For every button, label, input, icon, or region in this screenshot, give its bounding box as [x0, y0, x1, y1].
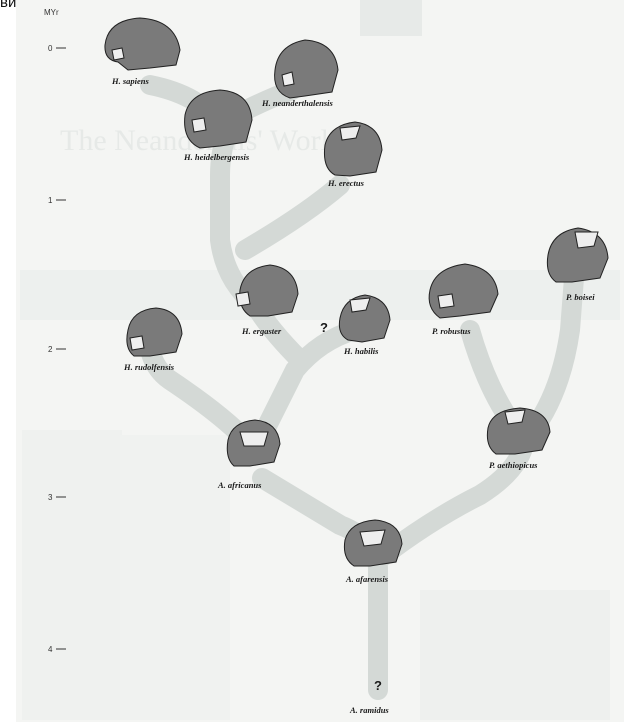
bg-column-left — [22, 430, 122, 720]
axis-tick-1: 1 — [48, 196, 53, 205]
skull-p-boisei — [547, 228, 608, 282]
label-h-neanderthalensis: H. neanderthalensis — [261, 98, 334, 108]
label-a-ramidus: A. ramidus — [349, 705, 389, 715]
label-p-boisei: P. boisei — [566, 292, 595, 302]
skull-p-aethiopicus — [487, 408, 550, 454]
bg-column-mid — [120, 435, 230, 720]
bg-illustration-band — [20, 270, 620, 320]
axis-tick-4: 4 — [48, 645, 53, 654]
axis-tick-0: 0 — [48, 44, 53, 53]
branch-afarensis-africanus — [262, 478, 378, 690]
label-a-africanus: A. africanus — [217, 480, 262, 490]
label-h-ergaster: H. ergaster — [241, 326, 282, 336]
label-h-heidelbergensis: H. heidelbergensis — [183, 152, 250, 162]
book-page: The Neandertals' World MYr — [16, 0, 624, 722]
label-h-sapiens: H. sapiens — [111, 76, 150, 86]
label-a-afarensis: A. afarensis — [345, 574, 389, 584]
skull-h-neanderthalensis — [275, 40, 338, 98]
skull-h-heidelbergensis — [185, 90, 252, 148]
label-p-robustus: P. robustus — [432, 326, 471, 336]
label-p-aethiopicus: P. aethiopicus — [489, 460, 538, 470]
axis-unit: MYr — [44, 8, 59, 17]
bg-column-right — [420, 590, 610, 720]
bg-block — [360, 0, 422, 36]
axis-tick-2: 2 — [48, 345, 53, 354]
phylogeny-diagram: The Neandertals' World MYr — [16, 0, 624, 722]
label-h-rudolfensis: H. rudolfensis — [123, 362, 175, 372]
label-h-habilis: H. habilis — [343, 346, 379, 356]
question-mark-ramidus: ? — [374, 678, 382, 693]
skull-h-sapiens — [105, 18, 180, 70]
axis-tick-3: 3 — [48, 493, 53, 502]
skull-a-africanus — [227, 420, 280, 466]
skull-a-afarensis — [344, 520, 402, 566]
branch-erectus — [245, 185, 340, 250]
question-mark-habilis: ? — [320, 320, 328, 335]
label-h-erectus: H. erectus — [327, 178, 365, 188]
